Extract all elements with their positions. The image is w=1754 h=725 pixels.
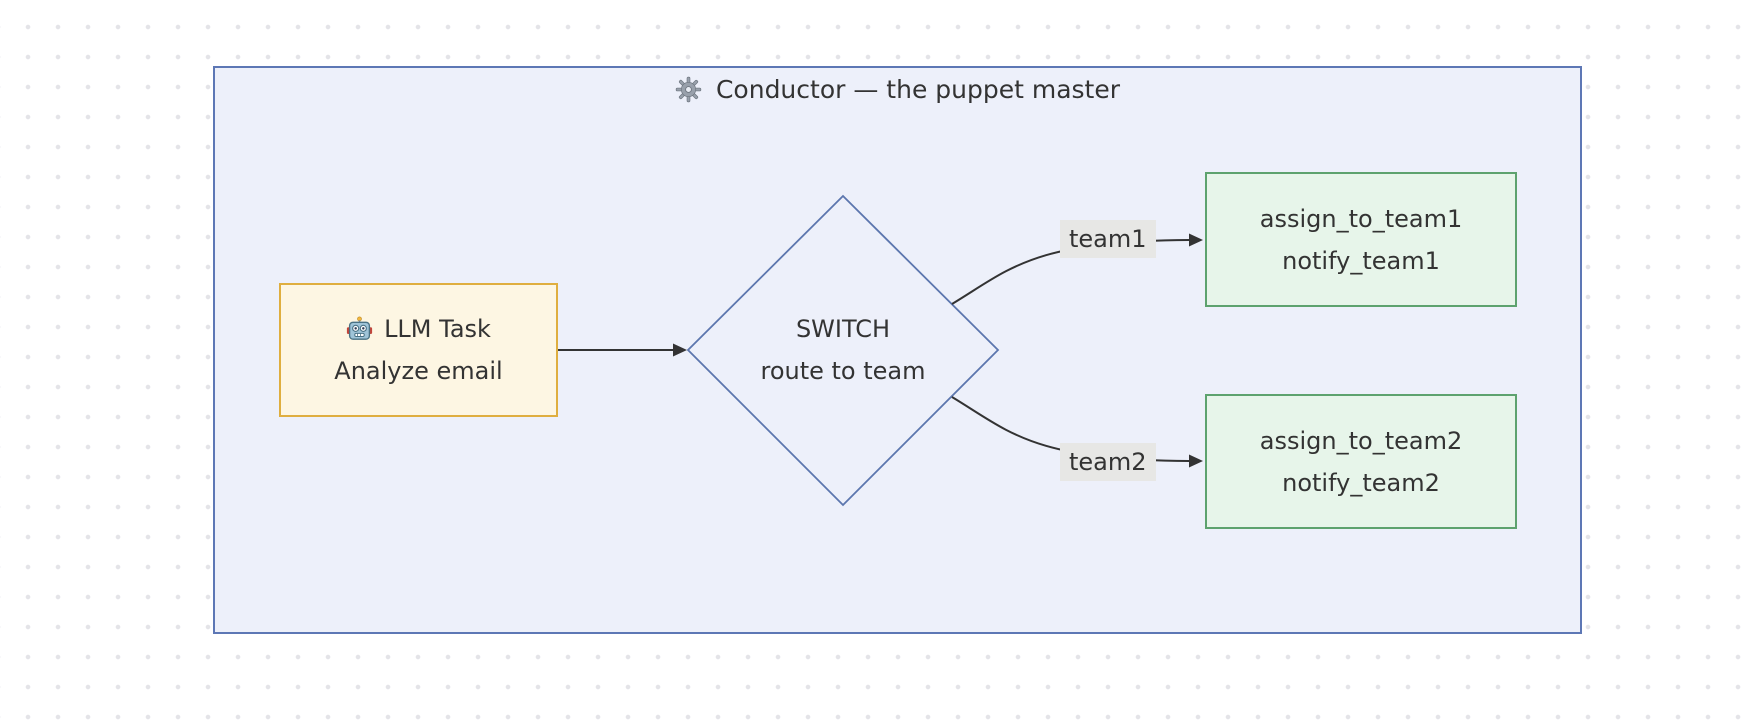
team1-line2: notify_team1 (1282, 246, 1440, 275)
team1-line1: assign_to_team1 (1259, 204, 1463, 233)
switch-node-label: SWITCH route to team (723, 308, 963, 392)
team2-node[interactable]: assign_to_team2 notify_team2 (1205, 394, 1517, 529)
team2-line2: notify_team2 (1282, 468, 1440, 497)
edge-label-team2: team2 (1060, 443, 1156, 481)
switch-title: SWITCH (795, 315, 891, 343)
llm-task-node[interactable]: LLM Task Analyze email (279, 283, 558, 417)
llm-task-subtitle: Analyze email (334, 357, 503, 385)
team1-node[interactable]: assign_to_team1 notify_team1 (1205, 172, 1517, 307)
switch-subtitle: route to team (760, 357, 926, 385)
subgraph-title: Conductor — the puppet master (213, 70, 1582, 108)
robot-icon (346, 316, 373, 343)
edge-label-team1: team1 (1060, 220, 1156, 258)
team2-line1: assign_to_team2 (1259, 426, 1463, 455)
gear-icon (675, 76, 702, 103)
subgraph-title-text: Conductor — the puppet master (715, 74, 1121, 104)
llm-task-title: LLM Task (384, 315, 491, 343)
llm-task-line1: LLM Task (346, 308, 491, 350)
switch-diamond-shape[interactable] (686, 194, 1000, 507)
